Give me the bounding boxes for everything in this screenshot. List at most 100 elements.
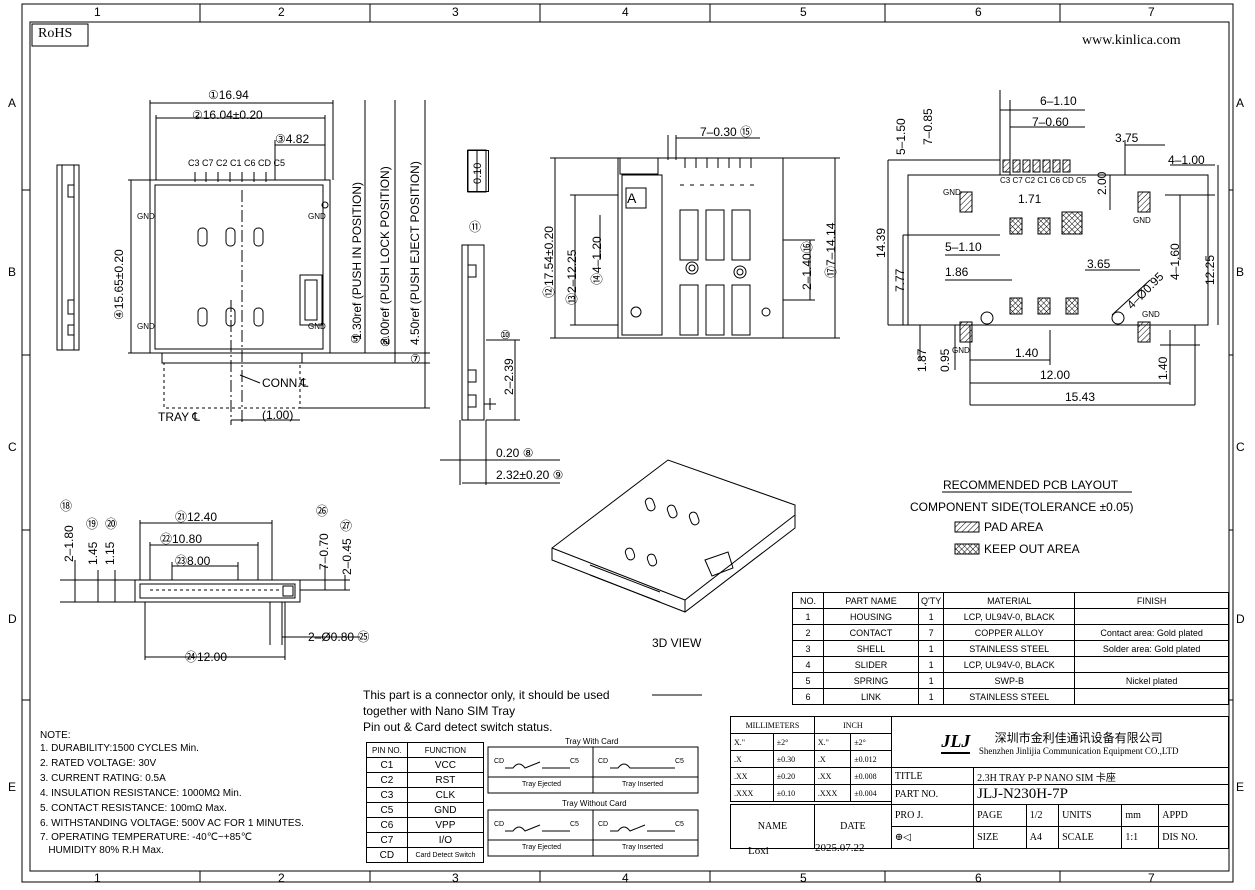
dim-2-32: 2.32±0.20 ⑨	[496, 468, 564, 482]
bom-cell: 7	[917, 624, 945, 641]
pin-cell: C7	[366, 832, 408, 848]
pcb-layout-subtitle: COMPONENT SIDE(TOLERANCE ±0.05)	[910, 500, 1134, 514]
dim-2-1-80: 2–1.80	[62, 525, 76, 562]
grid-col-4: 4	[622, 5, 629, 19]
bom-cell: SWP-B	[943, 672, 1076, 689]
callout-26: ㉖	[316, 504, 329, 518]
inner-frame	[29, 21, 1230, 872]
bom-cell: 1	[917, 608, 945, 625]
pcb-dim-14-39: 14.39	[874, 227, 888, 258]
dim-16-04: ②16.04±0.20	[192, 108, 263, 122]
dim-2-0-45: 2–0.45	[340, 538, 354, 575]
tb-size-label: SIZE	[973, 826, 1027, 849]
tb-units-value: mm	[1121, 804, 1160, 827]
grid-row-b-right: B	[1236, 265, 1245, 279]
pcb-dim-4-1-00: 4–1.00	[1168, 153, 1205, 167]
pcb-gnd-top-right: GND	[1133, 216, 1151, 225]
pcb-dim-5-1-50: 5–1.50	[894, 118, 908, 155]
switch-c5-4: C5	[675, 821, 684, 828]
pcb-dim-4-1-60: 4–1.60	[1168, 243, 1182, 280]
title-block: MILLIMETERS INCH JLJ 深圳市金利佳通讯设备有限公司 Shen…	[730, 716, 1230, 849]
pcb-dim-15-43: 15.43	[1065, 390, 1096, 404]
bom-cell: 5	[792, 672, 824, 689]
pin-table-header: PIN NO. FUNCTION	[366, 742, 485, 758]
pcb-dim-7-0-85: 7–0.85	[921, 108, 935, 145]
tb-name-value: Loxi	[748, 845, 769, 857]
note-7: 7. OPERATING TEMPERATURE: -40℃~+85℃	[40, 832, 252, 843]
pin-table-header-function: FUNCTION	[406, 742, 485, 758]
dim-4-50-ref: 4.50ref (PUSH EJECT POSITION)	[408, 161, 422, 345]
bom-cell: CONTACT	[823, 624, 919, 641]
dim-15-65: ④15.65±0.20	[112, 249, 126, 320]
note-1: 1. DURABILITY:1500 CYCLES Min.	[40, 743, 199, 754]
pcb-pin-labels: C3 C7 C2 C1 C6 CD C5	[1000, 176, 1087, 185]
pcb-dim-3-65: 3.65	[1087, 257, 1111, 271]
grid-row-c: C	[8, 440, 17, 454]
dim-4-1-20: ⑭4–1.20	[590, 236, 604, 285]
pin-table-header-pin: PIN NO.	[366, 742, 408, 758]
bom-cell: 6	[792, 688, 824, 705]
pcb-pads	[959, 159, 1151, 343]
pcb-dim-6-1-10: 6–1.10	[1040, 94, 1077, 108]
switch-ejected-1: Tray Ejected	[522, 781, 562, 788]
bom-cell: 4	[792, 656, 824, 673]
left-side-view	[56, 164, 80, 351]
pcb-dim-2-00: 2.00	[1095, 171, 1109, 195]
bom-cell: SLIDER	[823, 656, 919, 673]
tb-mm-header: MILLIMETERS	[730, 716, 815, 734]
dim-12-40: ㉑12.40	[175, 510, 218, 524]
description-line-2: together with Nano SIM Tray	[363, 704, 516, 718]
tb-tol-cell: .XX	[813, 767, 852, 785]
tb-tol-cell: .XXX	[813, 784, 852, 802]
bom-cell: Contact area: Gold plated	[1074, 624, 1229, 641]
grid-row-e: E	[8, 780, 17, 794]
description-line-3: Pin out & Card detect switch status.	[363, 720, 553, 734]
tb-partno-label: PART NO.	[890, 784, 975, 805]
switch-c5-3: C5	[570, 821, 579, 828]
company-logo-icon: JLJ	[941, 731, 971, 754]
tb-scale-label: SCALE	[1058, 826, 1123, 849]
grid-ticks	[22, 4, 1233, 882]
pcb-dim-1-40-b: 1.40	[1156, 356, 1170, 380]
bom-cell	[1074, 656, 1229, 673]
tb-tol-cell: .X	[813, 750, 852, 768]
pcb-dim-1-40-a: 1.40	[1015, 346, 1039, 360]
tb-proj-label: PRO J.	[890, 804, 975, 827]
tb-title-label: TITLE	[890, 767, 975, 785]
dim-2-39: 2–2.39	[502, 358, 516, 395]
pcb-dim-0-95: 0.95	[938, 348, 952, 372]
pcb-dim-1-71: 1.71	[1018, 192, 1042, 206]
bom-cell: Solder area: Gold plated	[1074, 640, 1229, 657]
bom-cell: Nickel plated	[1074, 672, 1229, 689]
bom-cell: HOUSING	[823, 608, 919, 625]
bom-cell: 1	[917, 688, 945, 705]
bom-header-part: PART NAME	[823, 592, 919, 609]
dim-4-82: ③4.82	[275, 132, 310, 146]
switch-c5-2: C5	[675, 758, 684, 765]
grid-col-2: 2	[278, 5, 285, 19]
bom-cell: STAINLESS STEEL	[943, 688, 1076, 705]
pcb-gnd-bottom-right: GND	[1142, 310, 1160, 319]
bom-cell: SHELL	[823, 640, 919, 657]
bom-cell: LCP, UL94V-0, BLACK	[943, 656, 1076, 673]
grid-col-1-bottom: 1	[94, 871, 101, 885]
pcb-dim-1-86: 1.86	[945, 265, 969, 279]
grid-row-d: D	[8, 612, 17, 626]
bom-header-no: NO.	[792, 592, 824, 609]
pin-cell: C1	[366, 757, 408, 773]
tb-partno-value: JLJ-N230H-7P	[973, 784, 1229, 805]
tb-company: JLJ 深圳市金利佳通讯设备有限公司 Shenzhen Jinlijia Com…	[890, 716, 1230, 768]
gnd-label-top-right: GND	[308, 212, 326, 221]
projection-icon: ⊕◁	[894, 832, 911, 843]
tb-tol-cell: ±0.012	[850, 750, 892, 768]
note-2: 2. RATED VOLTAGE: 30V	[40, 758, 157, 769]
pcb-gnd-bottom-left: GND	[952, 346, 970, 355]
